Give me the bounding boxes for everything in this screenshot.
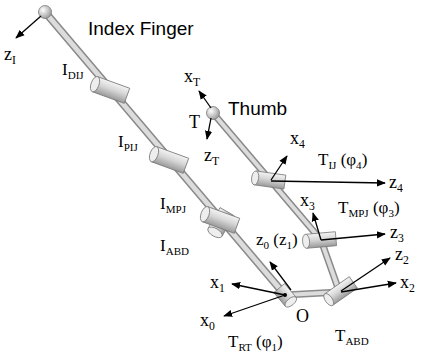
label-group: zT: [204, 145, 219, 166]
label-group: IABD: [160, 236, 189, 256]
joint-label: (φ: [341, 150, 356, 169]
axis-label: 1: [219, 282, 225, 295]
joint-label: T: [318, 150, 328, 169]
axis-label: z: [390, 222, 398, 242]
label-group: zI: [4, 44, 16, 65]
axis-label: x: [400, 272, 409, 292]
label-group: xT: [184, 66, 200, 87]
finger-label: Index Finger: [88, 18, 194, 39]
axis-label: x: [290, 128, 299, 148]
joint-label: (φ: [373, 198, 388, 217]
joint-label: T: [335, 326, 345, 345]
link-rods: [45, 12, 340, 295]
axis-label: z: [4, 44, 12, 64]
axis-label: 3: [309, 200, 315, 213]
label-group: x1: [210, 272, 225, 293]
joint-label: ABD: [345, 335, 368, 347]
joint-label: 4: [356, 159, 362, 171]
label-group: IDIJ: [62, 60, 84, 80]
label-group: x2: [400, 272, 415, 293]
joint-label: 3: [388, 207, 394, 219]
joint-label: ): [277, 332, 283, 351]
label-group: z2: [395, 244, 409, 265]
label-group: z3: [390, 222, 404, 243]
axis-label: T: [212, 155, 219, 168]
joint-label: I: [160, 194, 166, 213]
joint-label: ABD: [166, 245, 189, 257]
axis-label: z: [395, 244, 403, 264]
joint-label: T: [228, 332, 238, 351]
origin-label: O: [296, 306, 309, 326]
finger-label: Thumb: [228, 98, 287, 119]
label-group: T: [189, 112, 200, 133]
joint-label: (φ: [256, 332, 271, 351]
label-group: x0: [200, 310, 215, 331]
label-group: z4: [389, 172, 403, 193]
label-group: Index Finger: [88, 18, 194, 40]
origin-dot: [283, 293, 287, 297]
label-group: TMPJ (φ3): [338, 198, 400, 218]
axis-label: 2: [409, 282, 415, 295]
joint-label: PIJ: [124, 141, 138, 153]
axis-label: (z: [273, 230, 286, 249]
axis-label: z: [256, 230, 264, 249]
joint-label: ): [362, 150, 368, 169]
label-group: x4: [290, 128, 305, 149]
joint-label: MPJ: [348, 207, 368, 219]
axis-label: 4: [397, 182, 403, 195]
joint-label: MPJ: [166, 203, 186, 215]
joint-label: 1: [272, 341, 278, 353]
coordinate-axes: [16, 16, 396, 316]
label-group: IPIJ: [118, 132, 138, 152]
joint-label: ): [394, 198, 400, 217]
axis-label: x: [200, 310, 209, 330]
joint-label: T: [338, 198, 348, 217]
label-group: O: [296, 306, 309, 327]
joint-label: RT: [238, 341, 251, 353]
axis-label: ): [292, 230, 298, 249]
point-label: T: [189, 112, 200, 132]
joint-label: I: [160, 236, 166, 255]
axis-label: 1: [287, 239, 293, 251]
joint-label: I: [62, 60, 68, 79]
fingertip-sphere: [207, 107, 220, 120]
axis-label: x: [184, 66, 193, 86]
axis-label: 2: [403, 254, 409, 267]
axis-label: z: [204, 145, 212, 165]
axis-label: 0: [264, 239, 270, 251]
label-group: IMPJ: [160, 194, 186, 214]
axis-label: 0: [209, 320, 215, 333]
joint-label: DIJ: [68, 69, 84, 81]
axis-label: I: [12, 54, 16, 67]
axis-label: x: [210, 272, 219, 292]
label-group: Thumb: [228, 98, 287, 120]
axis-label: 3: [398, 232, 404, 245]
joint-cylinders: [89, 75, 358, 309]
axis-label: x: [300, 190, 309, 210]
label-group: z0(z1): [256, 230, 298, 250]
label-group: TIJ (φ4): [318, 150, 367, 170]
axis-label: 4: [299, 138, 305, 151]
label-group: TABD: [335, 326, 369, 346]
axis-label: T: [193, 76, 200, 89]
label-group: x3: [300, 190, 315, 211]
joint-label: IJ: [328, 159, 336, 171]
axis-label: z: [389, 172, 397, 192]
label-group: TRT (φ1): [228, 332, 283, 352]
joint-label: I: [118, 132, 124, 151]
